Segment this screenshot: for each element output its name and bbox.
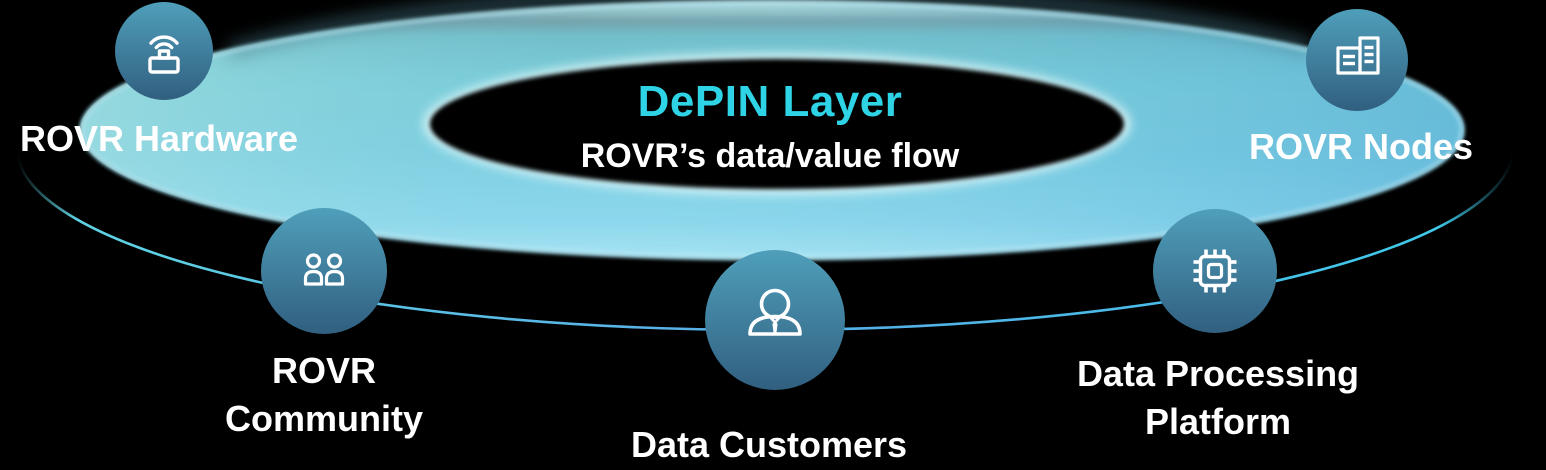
node-rovr-community bbox=[261, 208, 387, 334]
people-icon bbox=[303, 253, 345, 286]
node-data-customers bbox=[705, 250, 845, 390]
node-data-processing-platform bbox=[1153, 209, 1277, 333]
label-data-customers: Data Customers bbox=[630, 424, 908, 465]
label-rovr-community: ROVR Community bbox=[225, 350, 423, 439]
buildings-icon bbox=[1336, 36, 1380, 75]
ring-inner-hole bbox=[430, 59, 1124, 189]
center-title-block: DePIN Layer ROVR’s data/value flow bbox=[581, 76, 960, 178]
node-rovr-nodes bbox=[1306, 9, 1408, 111]
person-icon bbox=[748, 288, 802, 336]
diagram-subtitle: ROVR’s data/value flow bbox=[580, 137, 960, 175]
label-data-processing-platform: Data Processing Platform bbox=[1076, 353, 1360, 442]
chip-icon bbox=[1193, 249, 1237, 293]
node-rovr-hardware bbox=[115, 2, 213, 100]
router-icon bbox=[148, 35, 180, 74]
diagram-title: DePIN Layer bbox=[637, 77, 903, 126]
label-rovr-nodes: ROVR Nodes bbox=[1248, 126, 1474, 167]
label-rovr-hardware: ROVR Hardware bbox=[19, 118, 299, 159]
